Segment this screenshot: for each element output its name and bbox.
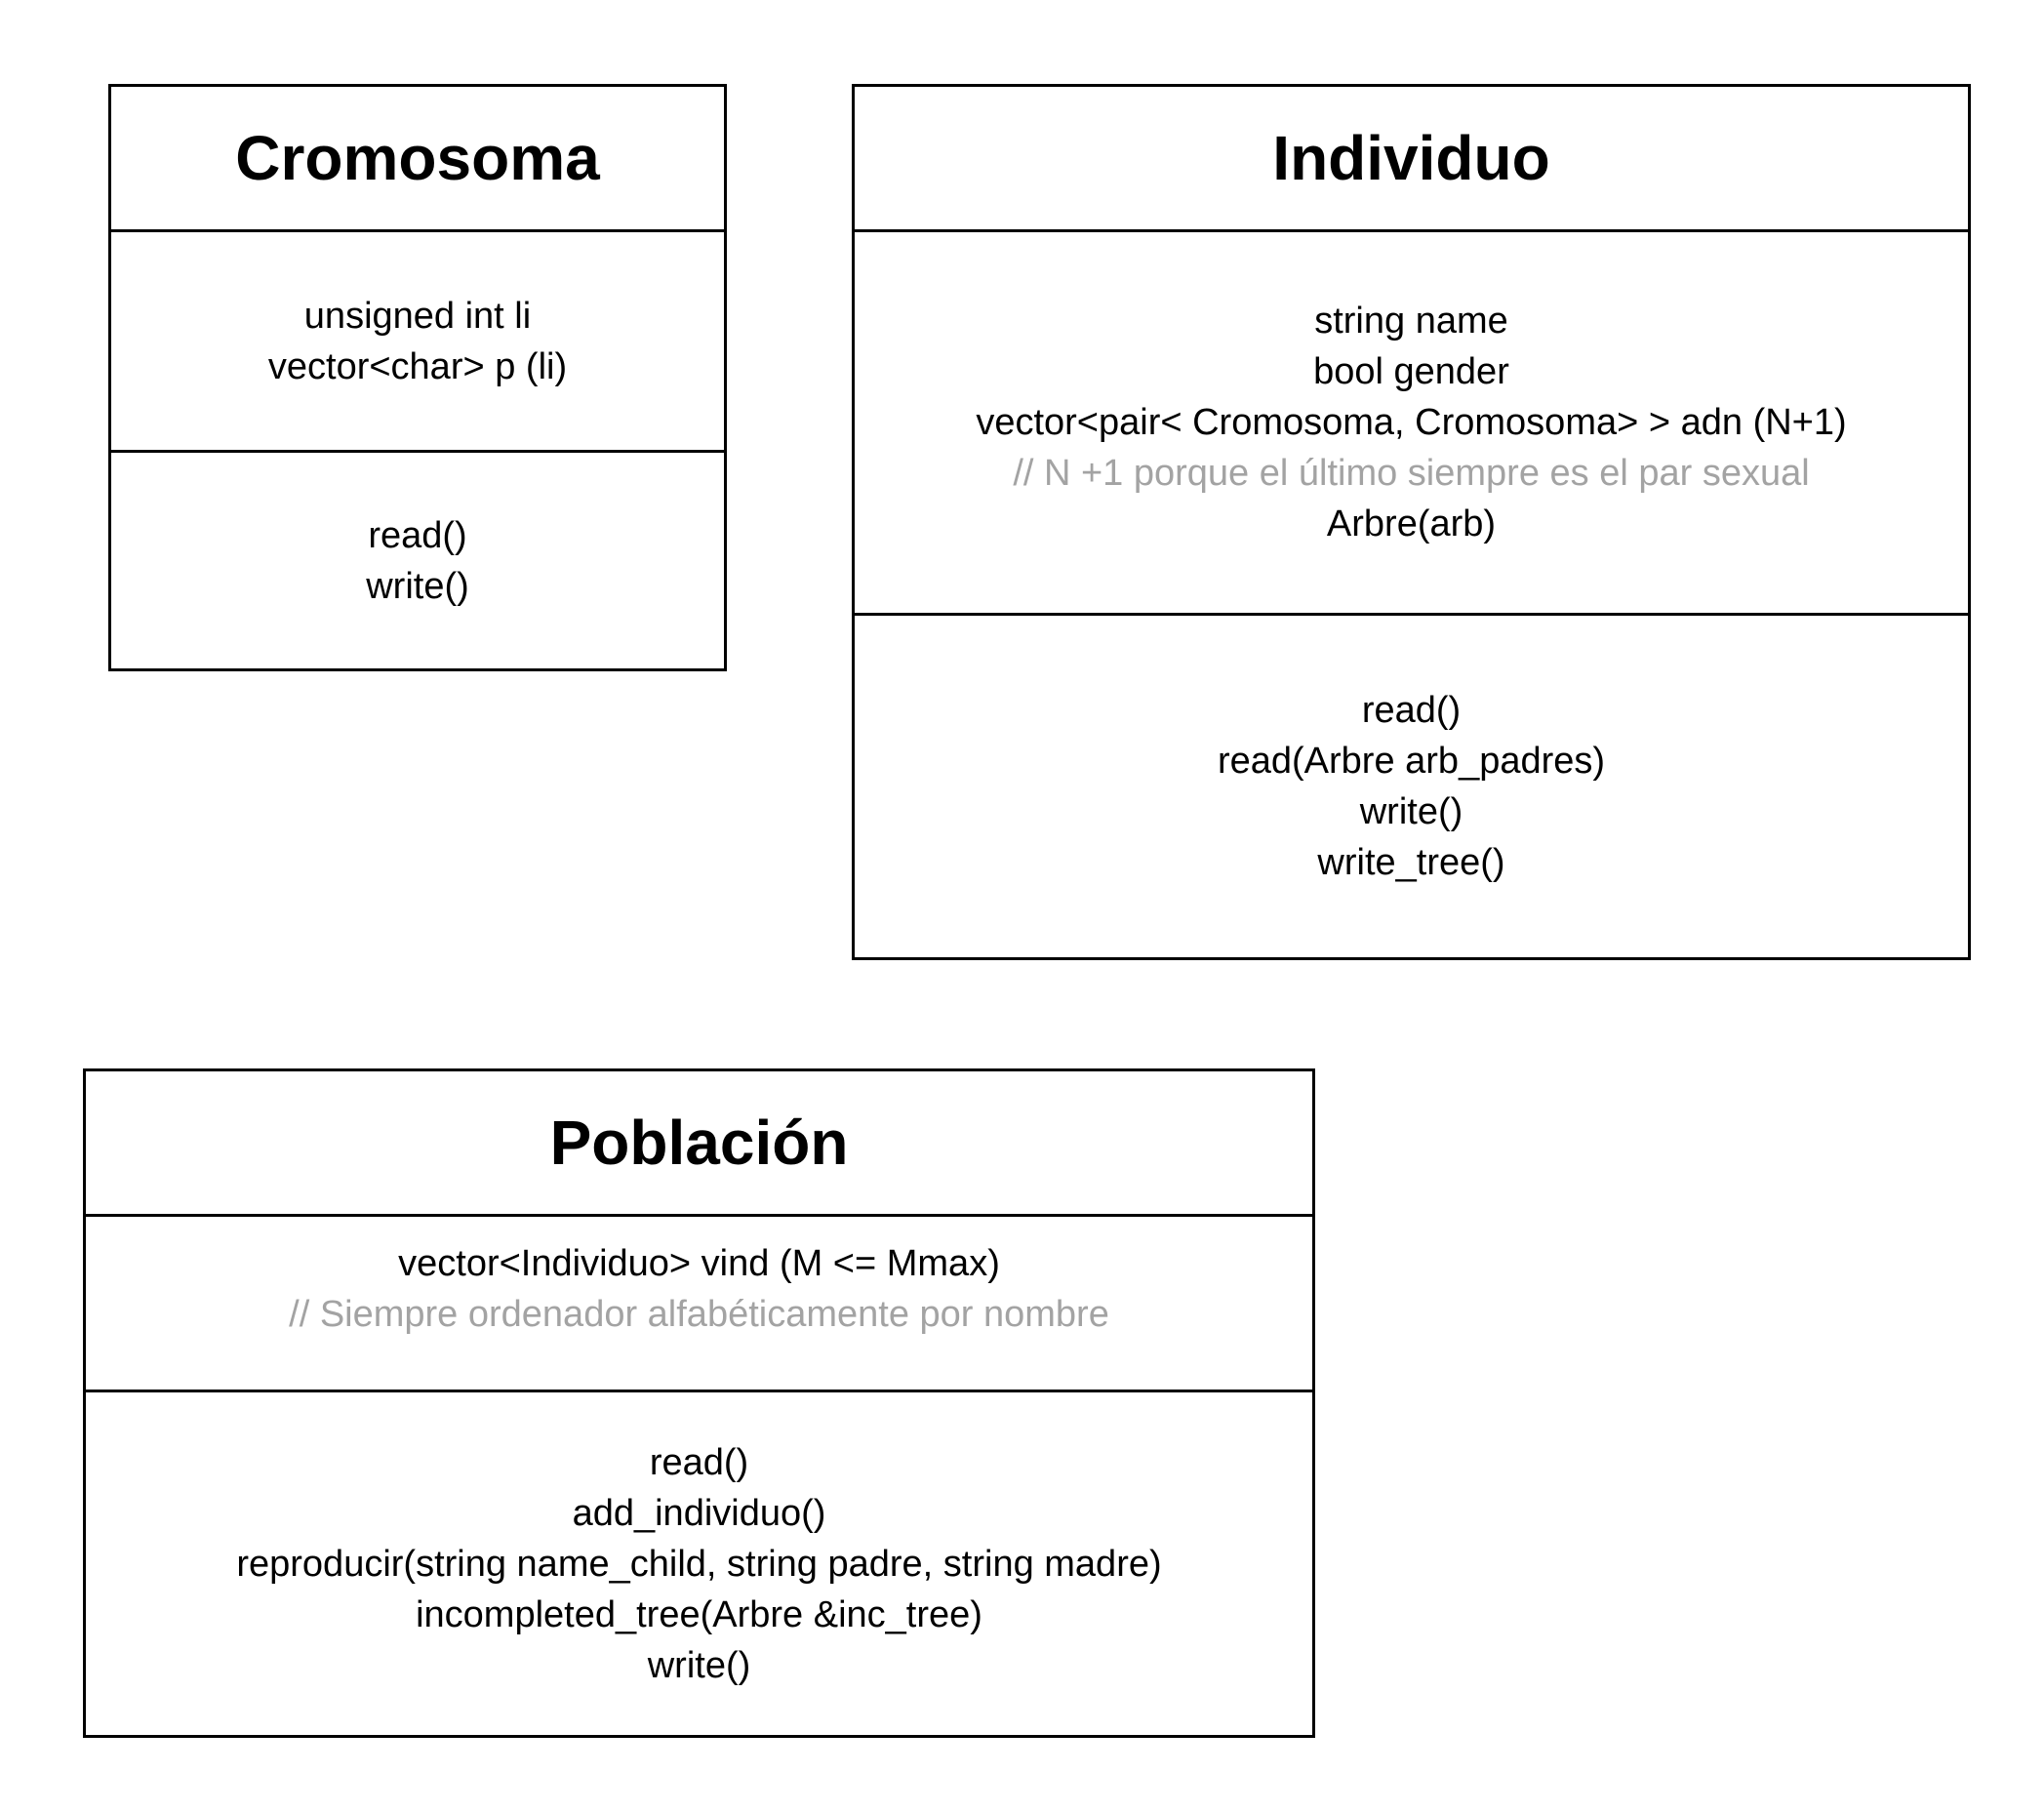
method-line: write_tree() — [1317, 842, 1505, 883]
method-line: read() — [368, 514, 467, 556]
attribute-line: vector<pair< Cromosoma, Cromosoma> > adn… — [976, 402, 1847, 443]
class-box-cromosoma: Cromosoma unsigned int li vector<char> p… — [108, 84, 727, 671]
methods-section-individuo: read() read(Arbre arb_padres) write() wr… — [855, 616, 1968, 957]
method-line: read(Arbre arb_padres) — [1217, 741, 1606, 782]
class-name-poblacion: Población — [86, 1071, 1312, 1217]
method-line: incompleted_tree(Arbre &inc_tree) — [416, 1593, 982, 1635]
method-line: read() — [1361, 690, 1462, 731]
class-box-poblacion: Población vector<Individuo> vind (M <= M… — [83, 1068, 1315, 1738]
method-line: write() — [1359, 791, 1463, 832]
class-box-individuo: Individuo string name bool gender vector… — [852, 84, 1971, 960]
class-name-cromosoma: Cromosoma — [111, 87, 724, 232]
method-line: write() — [647, 1644, 751, 1686]
attribute-comment: // Siempre ordenador alfabéticamente por… — [289, 1293, 1109, 1335]
methods-section-poblacion: read() add_individuo() reproducir(string… — [86, 1392, 1312, 1735]
attribute-line: bool gender — [1313, 351, 1509, 392]
attribute-line: Arbre(arb) — [1326, 504, 1497, 544]
method-line: read() — [649, 1441, 749, 1483]
attribute-line: unsigned int li — [303, 295, 532, 337]
method-line: reproducir(string name_child, string pad… — [236, 1543, 1162, 1585]
methods-section-cromosoma: read() write() — [111, 453, 724, 668]
attribute-line: string name — [1314, 301, 1508, 342]
attributes-section-poblacion: vector<Individuo> vind (M <= Mmax) // Si… — [86, 1217, 1312, 1392]
class-name-individuo: Individuo — [855, 87, 1968, 232]
attribute-comment: // N +1 porque el último siempre es el p… — [1013, 453, 1810, 494]
attributes-section-cromosoma: unsigned int li vector<char> p (li) — [111, 232, 724, 453]
method-line: add_individuo() — [572, 1492, 826, 1534]
attribute-line: vector<Individuo> vind (M <= Mmax) — [398, 1242, 1000, 1284]
method-line: write() — [366, 565, 469, 607]
attribute-line: vector<char> p (li) — [267, 345, 568, 387]
attributes-section-individuo: string name bool gender vector<pair< Cro… — [855, 232, 1968, 616]
